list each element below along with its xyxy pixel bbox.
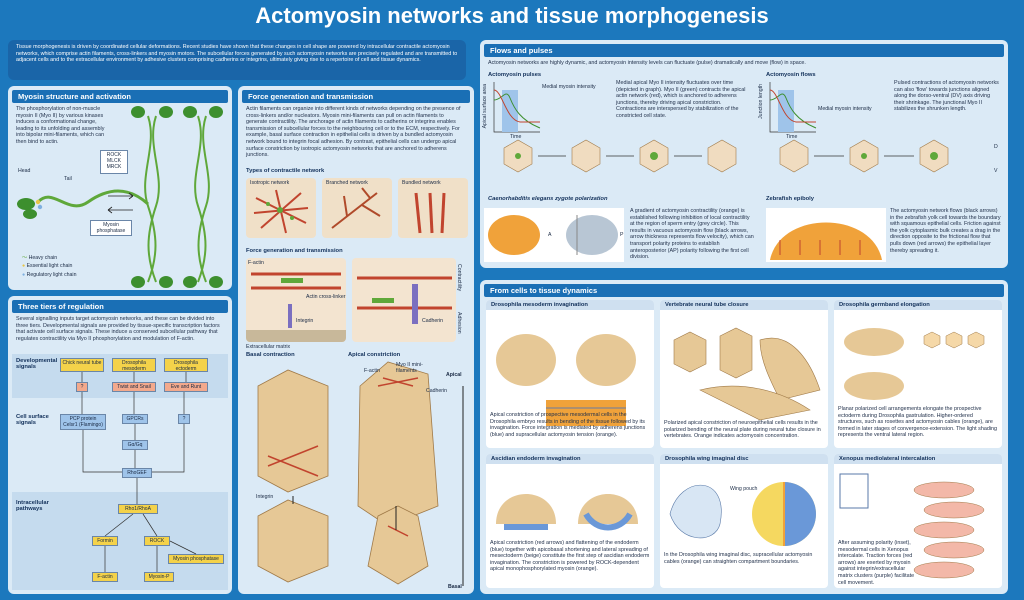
flows-title: Flows and pulses: [484, 44, 1004, 57]
tissue-title: From cells to tissue dynamics: [484, 284, 1004, 297]
label-head: Head: [18, 168, 31, 174]
pulse-label-time: Time: [510, 134, 522, 140]
intra-formin: Formin: [92, 536, 118, 546]
ft-integrin: F-actin Actin cross-linker Integrin: [246, 258, 346, 342]
b-basal: Basal: [448, 584, 462, 590]
intra-myosin-p: Myosin-P: [144, 572, 174, 582]
intra-factin: F-actin: [92, 572, 118, 582]
adhesion-label: Adhesion: [456, 312, 462, 334]
arrow-right-icon: [108, 192, 134, 200]
gene-q: ?: [76, 382, 88, 392]
surface-q: ?: [178, 414, 190, 424]
legend-regulatory-chain: ● Regulatory light chain: [22, 272, 77, 278]
surface-label: Cell surface signals: [16, 414, 49, 426]
surface-gq: Gα/Gq: [122, 440, 148, 450]
gene-eve: Eve and Runt: [164, 382, 208, 392]
b-integrin: Integrin: [256, 494, 274, 500]
celegans-a: A: [548, 232, 552, 238]
legend-essential-chain: ● Essential light chain: [22, 263, 73, 269]
types-title: Types of contractile network: [246, 168, 325, 174]
intra-rho: Rho1/RhoA: [118, 504, 158, 514]
celegans-text: A gradient of actomyosin contractility (…: [630, 208, 754, 261]
ft-cadherin: Cadherin: [352, 258, 456, 342]
b-cadherin: Cadherin: [426, 388, 448, 394]
myosin-monomer: [17, 189, 150, 219]
flow-label-time: Time: [786, 134, 798, 140]
card-germband: Drosophila germband elongation Planar po…: [834, 300, 1002, 448]
intra-rock: ROCK: [144, 536, 170, 546]
card-mesoderm: Drosophila mesoderm invagination Apical …: [486, 300, 654, 448]
b-myo: Myo II mini-filaments: [396, 362, 423, 374]
intra-label: Intracellular pathways: [16, 500, 49, 512]
card-wing: Drosophila wing imaginal disc Wing pouch…: [660, 454, 828, 588]
apical-title: Apical constriction: [348, 352, 401, 358]
myosin-filament: [131, 106, 223, 288]
dev-signals-label: Developmental signals: [16, 358, 58, 370]
dev-box-chick: Chick neural tube: [60, 358, 104, 372]
zebra-title: Zebrafish epiboly: [766, 196, 814, 202]
b-apical: Apical: [446, 372, 462, 378]
dev-box-mesoderm: Drosophila mesoderm: [112, 358, 156, 372]
kinase-box: ROCK MLCK MRCK: [100, 150, 128, 174]
intra-phosphatase: Myosin phosphatase: [168, 554, 224, 564]
regulation-text: Several signalling inputs target actomyo…: [16, 316, 220, 342]
type-bundled: Bundled network: [398, 178, 468, 238]
regulation-arrows: [81, 372, 197, 572]
intro-text: Tissue morphogenesis is driven by coordi…: [16, 44, 458, 64]
basal-title: Basal contraction: [246, 352, 295, 358]
pulses-text: Medial apical Myo II intensity fluctuate…: [616, 80, 746, 119]
myosin-text: The phosphorylation of non-muscle myosin…: [16, 106, 105, 145]
zebra-text: The actomyosin network flows (black arro…: [890, 208, 1001, 254]
card-ascidian: Ascidian endoderm invagination Apical co…: [486, 454, 654, 588]
celegans-p: P: [620, 232, 624, 238]
label-tail: Tail: [64, 176, 72, 182]
force-title: Force generation and transmission: [242, 90, 470, 103]
myosin-panel: Myosin structure and activation The phos…: [8, 86, 232, 290]
type-isotropic: Isotropic network: [246, 178, 316, 238]
flow-label-junction: Junction length: [758, 84, 764, 119]
ecm-label: Extracellular matrix: [246, 344, 291, 350]
regulation-panel: Three tiers of regulation Several signal…: [8, 296, 232, 594]
flow-label-d: D: [994, 144, 998, 150]
page-title: Actomyosin networks and tissue morphogen…: [255, 3, 769, 28]
ft-title: Force generation and transmission: [246, 248, 343, 254]
flows-text: Actomyosin networks are highly dynamic, …: [488, 60, 806, 66]
pulses-title: Actomyosin pulses: [488, 72, 542, 78]
b-factin: F-actin: [364, 368, 380, 374]
gene-twist: Twist and Snail: [112, 382, 156, 392]
phosphatase-box: Myosin phosphatase: [90, 220, 132, 236]
arrow-left-icon: [107, 206, 133, 214]
regulation-title: Three tiers of regulation: [12, 300, 228, 313]
surface-gpcrs: GPCRs: [122, 414, 148, 424]
surface-rhogef: RhoGEF: [122, 468, 152, 478]
pulse-label-myosin: Medial myosin intensity: [542, 84, 596, 90]
force-text: Actin filaments can organize into differ…: [246, 106, 461, 159]
type-branched: Branched network: [322, 178, 392, 238]
flow-label-myosin: Medial myosin intensity: [818, 106, 872, 112]
basal-apical-diagram: [257, 361, 464, 586]
card-neural-tube: Vertebrate neural tube closure Polarized…: [660, 300, 828, 448]
contractility-label: Contractility: [456, 264, 462, 292]
flows-panel: Flows and pulses Actomyosin networks are…: [480, 40, 1008, 268]
wing-pouch-label: Wing pouch: [730, 486, 758, 492]
tissue-panel: From cells to tissue dynamics Drosophila…: [480, 280, 1008, 594]
force-panel: Force generation and transmission Actin …: [238, 86, 474, 594]
flows-sub-title: Actomyosin flows: [766, 72, 816, 78]
pulse-label-area: Apical surface area: [482, 84, 488, 129]
card-xenopus: Xenopus mediolateral intercalation After…: [834, 454, 1002, 588]
myosin-title: Myosin structure and activation: [12, 90, 228, 103]
dev-box-ectoderm: Drosophila ectoderm: [164, 358, 208, 372]
legend-heavy-chain: 〜 Heavy chain: [22, 255, 58, 261]
surface-pcp: PCP protein Celsr1 (Flamingo): [60, 414, 106, 430]
flows-diagram: [484, 82, 949, 262]
intro-panel: Tissue morphogenesis is driven by coordi…: [8, 40, 466, 80]
flows-sub-text: Pulsed contractions of actomyosin networ…: [894, 80, 999, 113]
flow-label-v: V: [994, 168, 998, 174]
myosin-diagram: [17, 106, 223, 288]
celegans-title: Caenorhabditis elegans zygote polarizati…: [488, 196, 608, 202]
